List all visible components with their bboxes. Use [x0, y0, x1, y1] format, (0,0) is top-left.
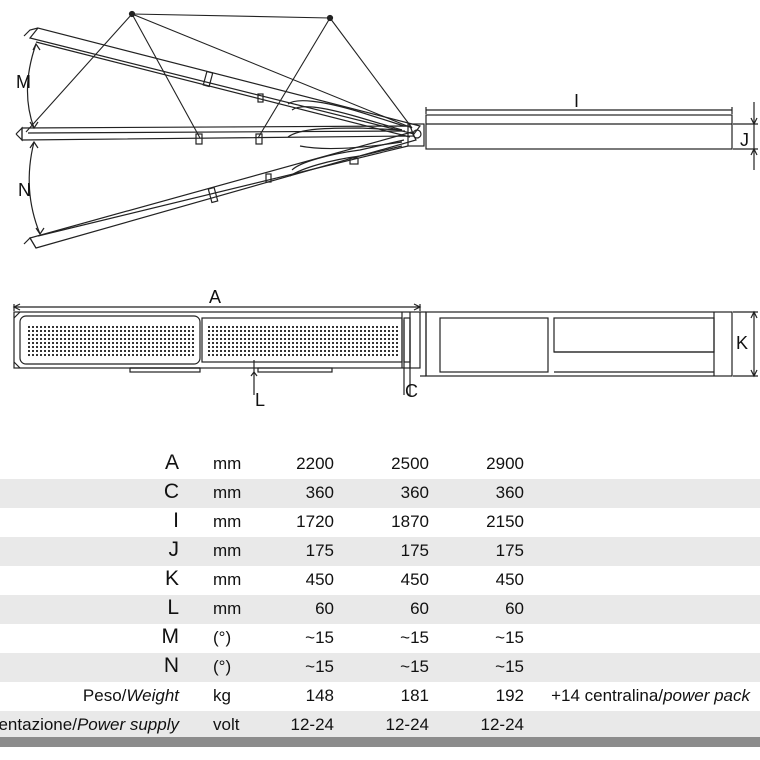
row-value: 12-24 [290, 715, 334, 734]
row-unit: mm [213, 541, 242, 560]
row-value: ~15 [305, 657, 334, 676]
label-a: A [209, 287, 221, 307]
row-unit: (°) [213, 628, 232, 647]
row-value: 450 [305, 570, 334, 589]
platform-side [425, 114, 733, 150]
upper-arm [28, 27, 422, 135]
table-row: Alimentazione/Power supply volt 12-24 12-24… [0, 711, 760, 740]
label-j: J [740, 130, 749, 150]
row-value: 450 [495, 570, 524, 589]
row-label: I [173, 509, 179, 532]
technical-drawing: M N I J A K L C [12, 10, 758, 410]
row-value: 60 [410, 599, 429, 618]
table-row: Peso/Weight kg 148 181 192 +14 centralina/pow… [0, 682, 760, 711]
row-value: 192 [495, 686, 524, 705]
lower-arm [29, 131, 417, 249]
row-unit: mm [213, 599, 242, 618]
table-row: N (°) ~15 ~15 ~15 [0, 653, 760, 682]
side-view [15, 10, 758, 249]
row-value: 2150 [486, 512, 524, 531]
row-value: 60 [315, 599, 334, 618]
lower-cylinder [289, 139, 405, 177]
row-label: N [163, 654, 179, 677]
row-value: 450 [400, 570, 429, 589]
row-value: 1720 [296, 512, 334, 531]
row-value: 2900 [486, 454, 524, 473]
row-value: 360 [305, 483, 334, 502]
row-value: 1870 [391, 512, 429, 531]
bottom-divider-bar [0, 737, 760, 747]
row-value: 360 [495, 483, 524, 502]
label-m: M [16, 72, 31, 92]
row-value: 175 [305, 541, 334, 560]
hinge-block [407, 123, 425, 147]
row-label: J [168, 538, 180, 561]
row-unit: volt [213, 715, 240, 734]
row-unit: (°) [213, 657, 232, 676]
row-value: ~15 [495, 657, 524, 676]
platform-top [425, 311, 733, 377]
row-unit: mm [213, 483, 242, 502]
row-value: 181 [400, 686, 429, 705]
row-label: K [164, 567, 179, 590]
row-label: L [167, 596, 179, 619]
angle-arc-n [28, 141, 41, 235]
row-label: Alimentazione/Power supply [0, 715, 179, 734]
row-label: C [163, 480, 179, 503]
row-unit: mm [213, 454, 242, 473]
row-value: ~15 [495, 628, 524, 647]
label-i: I [574, 91, 579, 111]
row-value: 12-24 [385, 715, 429, 734]
row-value: 360 [400, 483, 429, 502]
label-c: C [405, 381, 418, 401]
label-k: K [736, 333, 748, 353]
row-value: 148 [305, 686, 334, 705]
machine-body [13, 311, 421, 369]
row-value: 2200 [296, 454, 334, 473]
row-value: ~15 [400, 628, 429, 647]
top-view [12, 303, 758, 395]
angle-arc-m [26, 43, 37, 129]
row-label: Peso/Weight [82, 686, 179, 705]
perforation-pattern [28, 326, 398, 356]
row-value: ~15 [400, 657, 429, 676]
row-value: 2500 [391, 454, 429, 473]
label-n: N [18, 180, 31, 200]
row-label: A [164, 451, 179, 474]
table-row: M (°) ~15 ~15 ~15 [0, 624, 760, 653]
row-value: 175 [495, 541, 524, 560]
upper-cylinder [287, 100, 405, 131]
label-l: L [255, 390, 265, 410]
row-value: 175 [400, 541, 429, 560]
row-unit: mm [213, 570, 242, 589]
row-value: ~15 [305, 628, 334, 647]
row-unit: kg [213, 686, 231, 705]
row-note: +14 centralina/power pack [551, 686, 750, 705]
row-unit: mm [213, 512, 242, 531]
row-label: M [161, 625, 180, 648]
row-value: 60 [505, 599, 524, 618]
row-value: 12-24 [480, 715, 524, 734]
